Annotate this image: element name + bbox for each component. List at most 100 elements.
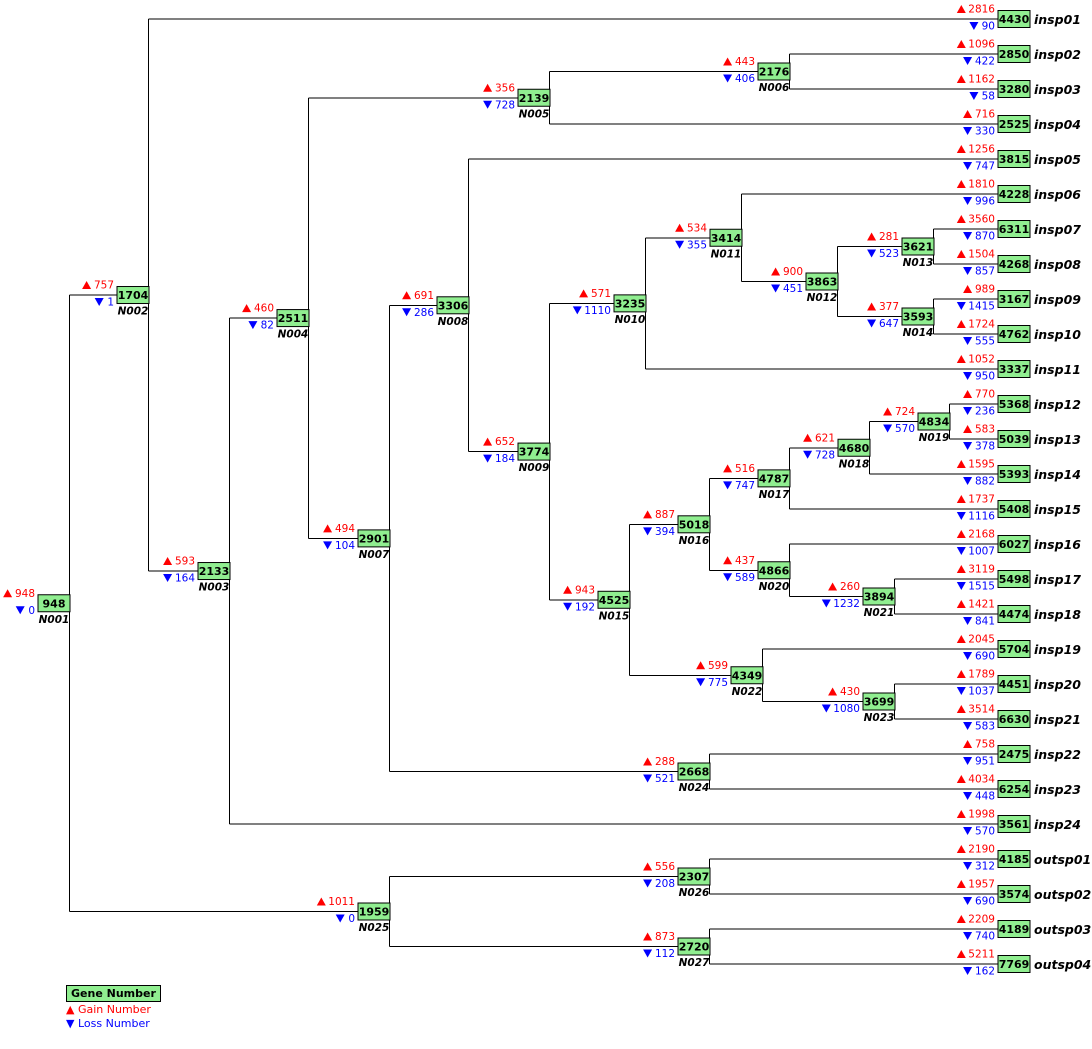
gain-value: 288 (655, 756, 675, 768)
node-n013-gene-number: 3621 (903, 241, 934, 254)
node-label: N024 (679, 782, 710, 794)
gain-value: 1011 (328, 896, 355, 908)
leaf-outsp03-box (997, 920, 1031, 938)
leaf-insp04-gene-number: 2525 (999, 118, 1030, 131)
gain-value: 757 (94, 280, 114, 292)
leaf-insp17-gene-number: 5498 (999, 573, 1030, 586)
gain-triangle-icon (956, 670, 966, 678)
gain-value: 494 (335, 523, 355, 535)
node-n017-gene-number: 4787 (759, 472, 790, 485)
loss-triangle-icon (956, 582, 966, 590)
loss-value: 394 (655, 526, 675, 538)
leaf-insp08-box (997, 255, 1031, 273)
leaf-insp10-box (997, 325, 1031, 343)
leaf-name: outsp02 (1034, 887, 1091, 902)
loss-value: 1515 (968, 581, 995, 593)
leaf-name: insp14 (1034, 467, 1081, 482)
gain-triangle-icon (956, 565, 966, 573)
loss-triangle-icon (963, 827, 973, 835)
leaf-name: insp21 (1034, 712, 1081, 727)
leaf-outsp01-box (997, 850, 1031, 868)
leaf-insp21-gene-number: 6630 (999, 713, 1030, 726)
gain-value: 571 (591, 288, 611, 300)
node-n005-box (517, 88, 551, 107)
node-label: N020 (759, 581, 790, 593)
gain-value: 1052 (968, 354, 995, 366)
leaf-name: insp03 (1034, 82, 1081, 97)
node-n020-box (757, 561, 791, 580)
node-n002-box (116, 286, 150, 305)
legend-loss-row: ▼ Loss Number (66, 1017, 161, 1030)
gain-value: 583 (975, 424, 995, 436)
loss-value: 104 (335, 540, 355, 552)
gain-triangle-icon (956, 40, 966, 48)
leaf-insp15-box (997, 500, 1031, 518)
loss-triangle-icon (771, 284, 781, 293)
gain-value: 758 (975, 739, 995, 751)
leaf-insp16-gene-number: 6027 (999, 538, 1030, 551)
loss-value: 164 (175, 573, 195, 585)
gain-value: 534 (687, 222, 707, 234)
gain-value: 770 (975, 389, 995, 401)
node-n025-gene-number: 1959 (359, 906, 390, 919)
node-label: N005 (519, 108, 550, 120)
leaf-insp07-gene-number: 6311 (999, 223, 1030, 236)
leaf-insp04-box (997, 115, 1031, 133)
loss-value: 208 (655, 878, 675, 890)
loss-triangle-icon (963, 932, 973, 940)
gain-value: 1421 (968, 599, 995, 611)
gain-value: 5211 (968, 949, 995, 961)
legend-gain-row: ▲ Gain Number (66, 1003, 161, 1016)
loss-triangle-icon (963, 267, 973, 275)
loss-value: 647 (879, 318, 899, 330)
node-label: N003 (199, 582, 230, 594)
loss-triangle-icon (963, 792, 973, 800)
node-label: N009 (519, 462, 550, 474)
gain-value: 1810 (968, 179, 995, 191)
leaf-insp14-box (997, 465, 1031, 483)
legend-gain-label: Gain Number (77, 1003, 151, 1016)
node-label: N023 (864, 712, 895, 724)
leaf-insp02-gene-number: 2850 (999, 48, 1030, 61)
gain-triangle-icon (803, 433, 813, 442)
loss-triangle-icon (963, 442, 973, 450)
loss-triangle-icon (335, 914, 345, 923)
loss-triangle-icon (963, 407, 973, 415)
node-n014-gene-number: 3593 (903, 311, 934, 324)
gain-value: 691 (414, 290, 434, 302)
leaf-insp05-box (997, 150, 1031, 168)
loss-triangle-icon (956, 547, 966, 555)
gain-triangle-icon (483, 437, 493, 446)
node-label: N027 (679, 957, 710, 969)
node-label: N004 (278, 329, 309, 341)
gain-triangle-icon (563, 585, 573, 594)
loss-value: 690 (975, 896, 995, 908)
node-n022-gene-number: 4349 (732, 669, 763, 682)
loss-triangle-icon (883, 424, 893, 433)
gain-value: 1162 (968, 74, 995, 86)
node-n006-box (757, 62, 791, 81)
gain-value: 3514 (968, 704, 995, 716)
leaf-insp13-gene-number: 5039 (999, 433, 1030, 446)
gain-triangle-icon (963, 740, 973, 748)
loss-value: 312 (975, 861, 995, 873)
loss-triangle-icon (963, 967, 973, 975)
branches (69, 18, 998, 965)
gain-value: 1998 (968, 809, 995, 821)
node-n017-box (757, 469, 791, 488)
loss-value: 0 (28, 605, 35, 617)
leaf-name: outsp04 (1034, 957, 1091, 972)
loss-value: 690 (975, 651, 995, 663)
gain-value: 1096 (968, 39, 995, 51)
gain-value: 652 (495, 436, 515, 448)
loss-value: 570 (975, 826, 995, 838)
gain-value: 1789 (968, 669, 995, 681)
loss-value: 951 (975, 756, 995, 768)
node-n004-gene-number: 2511 (278, 312, 309, 325)
leaf-name: insp16 (1034, 537, 1081, 552)
gain-value: 599 (708, 660, 728, 672)
gain-triangle-icon (771, 267, 781, 276)
node-n023-box (862, 692, 896, 711)
loss-value: 882 (975, 476, 995, 488)
gain-triangle-icon (956, 320, 966, 328)
